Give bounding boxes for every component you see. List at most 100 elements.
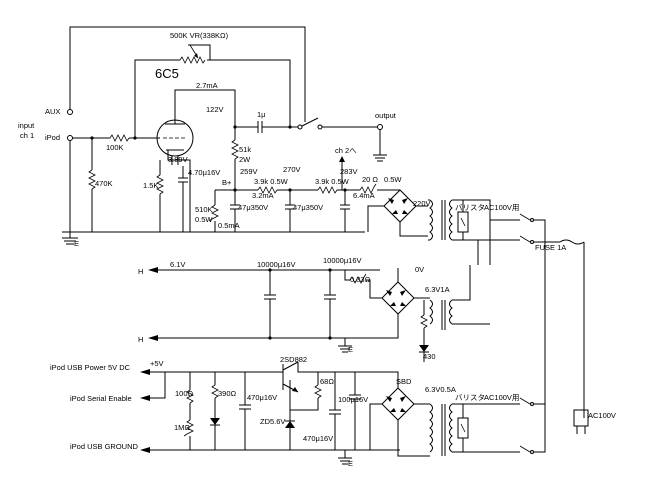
- resistor-51k: [231, 139, 239, 160]
- cathode-bypass-capacitor: [178, 177, 188, 183]
- ipod-serial-label: iPod Serial Enable: [70, 394, 132, 403]
- r510k-label: 510K: [195, 205, 213, 214]
- ac100-2-label: AC100V用: [484, 393, 519, 402]
- resistor-20-ohm: [359, 183, 377, 194]
- heater-h2-arrow: [148, 335, 158, 341]
- heater-supply: [148, 265, 490, 362]
- sbd-label: SBD: [396, 377, 412, 386]
- v63-1a-label: 6.3V1A: [425, 285, 450, 294]
- cathode-cap-label: 4.70μ16V: [188, 168, 220, 177]
- v0-label: 0V: [415, 265, 424, 274]
- output-ground: [373, 154, 387, 162]
- resistor-100-ohm: [186, 389, 194, 404]
- usb-capacitor-470u: [239, 404, 251, 410]
- selector-switch: [301, 117, 319, 127]
- volume-resistor: [179, 56, 206, 64]
- resistor-1m: [183, 419, 194, 437]
- v63-05a-label: 6.3V0.5A: [425, 385, 456, 394]
- output-label: output: [375, 111, 397, 120]
- zener-diode: [285, 421, 295, 428]
- c10000a-label: 10000μ16V: [257, 260, 296, 269]
- ipod-label: iPod: [45, 133, 60, 142]
- fuse-1a: [559, 239, 585, 245]
- cathode-voltage-label: 3.89V: [168, 155, 188, 164]
- r39k-1-label: 3.9k 0.5W: [254, 177, 289, 186]
- ground-e2-label: E: [348, 345, 353, 354]
- bridge-rectifier-1: [367, 189, 428, 237]
- led-indicator: [419, 345, 429, 352]
- resistor-0-33-ohm: [349, 273, 367, 284]
- bplus-label: B+: [222, 178, 232, 187]
- v259-label: 259V: [240, 167, 258, 176]
- c470-16c-label: 470μ16V: [303, 434, 333, 443]
- resistor-100k: [109, 134, 130, 142]
- r510k-watt-label: 0.5W: [195, 215, 213, 224]
- ac100v-label: AC100V: [588, 411, 616, 420]
- ipod-input-jack: [67, 135, 73, 141]
- aux-label: AUX: [45, 107, 60, 116]
- serial-enable-arrow: [140, 395, 150, 401]
- h1-label: H: [138, 267, 143, 276]
- varistor-2-label: バリスタ: [455, 393, 485, 402]
- plate-voltage-label: 122V: [206, 105, 224, 114]
- r15k-label: 1.5K: [143, 181, 158, 190]
- r39k-2-label: 3.9k 0.5W: [315, 177, 350, 186]
- usb-capacitor-470u-b: [329, 409, 341, 415]
- input-label: input: [18, 121, 35, 130]
- triode-6c5: [156, 89, 236, 232]
- i32-label: 3.2mA: [252, 191, 274, 200]
- resistor-470k: [88, 169, 96, 190]
- v270-label: 270V: [283, 165, 301, 174]
- ground-e1-label: E: [74, 239, 79, 248]
- r100k-label: 100K: [106, 143, 124, 152]
- power-transformer: [428, 199, 585, 410]
- p5v-label: +5V: [150, 359, 164, 368]
- c10000b-label: 10000μ16V: [323, 256, 362, 265]
- resistor-1-5k: [156, 174, 164, 195]
- resistor-390-ohm: [211, 384, 219, 399]
- resistor-430: [420, 314, 428, 329]
- tube-label: 6C5: [155, 66, 179, 81]
- c47a-label: 47μ350V: [238, 203, 268, 212]
- resistor-3-9k-a: [257, 186, 278, 194]
- resistor-3-9k-b: [317, 186, 338, 194]
- usb-power-section: [140, 361, 589, 465]
- r51k-watt-label: 2W: [239, 155, 251, 164]
- ipod-power-label: iPod USB Power 5V DC: [50, 363, 131, 372]
- c470-16b-label: 470μ16V: [247, 393, 277, 402]
- ac-plug: [573, 409, 589, 427]
- filter-capacitor-3: [340, 204, 350, 210]
- usb-led: [210, 418, 220, 425]
- ch1-label: ch 1: [20, 131, 34, 140]
- i05-label: 0.5mA: [218, 221, 240, 230]
- ch2-label: ch 2へ: [335, 146, 357, 155]
- r1m-label: 1MΩ: [174, 423, 190, 432]
- r20-label: 20 Ω: [362, 175, 378, 184]
- c47b-label: 47μ350V: [293, 203, 323, 212]
- heater-capacitor-1: [264, 294, 276, 300]
- transistor-2sd882: [280, 361, 345, 450]
- ch2-arrow: [339, 156, 345, 162]
- usb-power-arrow: [140, 369, 150, 375]
- r470k-label: 470K: [95, 179, 113, 188]
- r51k-label: 51k: [239, 145, 251, 154]
- h2-label: H: [138, 335, 143, 344]
- ipod-ground-label: iPod USB GROUND: [70, 442, 139, 451]
- coupling-capacitor-1u: [257, 121, 263, 133]
- plate-current-label: 2.7mA: [196, 81, 218, 90]
- resistor-510k: [208, 204, 219, 222]
- r68-label: 68Ω: [320, 377, 334, 386]
- r390-label: 390Ω: [218, 389, 237, 398]
- v220-label: 220V: [413, 199, 431, 208]
- v283-label: 283V: [340, 167, 358, 176]
- signal-section: [62, 26, 387, 245]
- r430-label: 430: [423, 352, 436, 361]
- i64-label: 6.4mA: [353, 191, 375, 200]
- b-plus-supply: [208, 156, 428, 237]
- usb-ground-arrow: [140, 447, 150, 453]
- r033-label: 0.33Ω: [350, 275, 371, 284]
- v61-label: 6.1V: [170, 260, 185, 269]
- coupling-cap-label: 1μ: [257, 110, 266, 119]
- zener-label: ZD5.6V: [260, 417, 285, 426]
